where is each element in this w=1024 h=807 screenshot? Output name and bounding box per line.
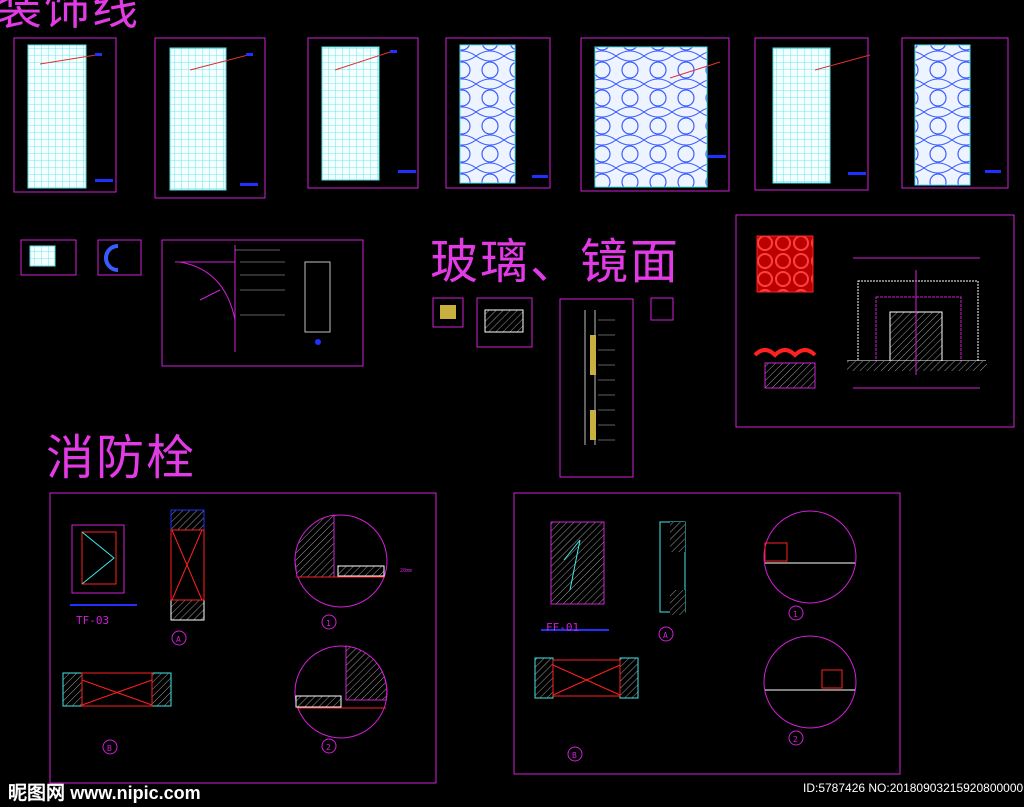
- hydrant-sheet-left: [49, 492, 437, 784]
- code-ff01: FF-01: [546, 621, 579, 634]
- watermark-id: ID:5787426 NO:20180903215920800000: [803, 781, 1024, 795]
- label-b-right: B: [572, 751, 577, 760]
- label-a: A: [176, 635, 181, 644]
- label-2-right: 2: [793, 735, 798, 744]
- label-b: B: [107, 744, 112, 753]
- watermark-url: www.nipic.com: [70, 783, 201, 803]
- hydrant-sheet-right: [513, 492, 901, 775]
- sheet-1: [13, 37, 117, 193]
- watermark-logo: 昵图网: [8, 783, 66, 804]
- sheet-2: [154, 37, 266, 199]
- title-glass-mirror: 玻璃、镜面: [430, 234, 681, 290]
- label-1: 1: [326, 619, 331, 628]
- moulding-sheets: [13, 37, 1009, 199]
- glass-elevation-sheet: [735, 214, 1015, 428]
- code-tf03: TF-03: [76, 614, 109, 627]
- label-1-right: 1: [793, 610, 798, 619]
- label-2: 2: [326, 743, 331, 752]
- sheet-4: [445, 37, 551, 189]
- title-moulding: 装饰线: [0, 0, 140, 35]
- watermark-brand: 昵图网 www.nipic.com: [8, 778, 201, 805]
- sheet-6: [754, 37, 869, 191]
- detail-sheets: [20, 214, 1015, 478]
- sheet-5: [580, 37, 730, 192]
- sheet-3: [307, 37, 419, 189]
- dim-label: 20mm: [400, 568, 412, 574]
- title-fire-hydrant: 消防栓: [46, 430, 197, 486]
- sheet-7: [901, 37, 1009, 189]
- label-a-right: A: [663, 631, 668, 640]
